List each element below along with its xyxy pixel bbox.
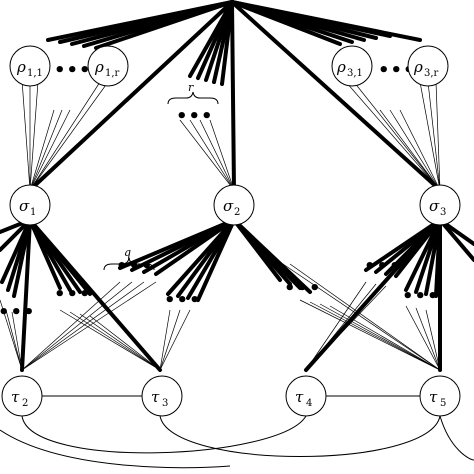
- svg-text:2: 2: [234, 207, 240, 218]
- svg-text:q: q: [124, 246, 131, 259]
- r-brace: r •••: [167, 81, 219, 127]
- svg-text:3,r: 3,r: [424, 68, 439, 79]
- tau-2-node: τ 2: [1, 375, 43, 417]
- svg-text:τ: τ: [151, 388, 160, 406]
- svg-text:τ: τ: [429, 388, 438, 406]
- sigma2-mid-ellipsis: •••: [164, 290, 202, 311]
- tau-3-node: τ 3: [141, 375, 183, 417]
- sigma3-mid-ellipsis: •••: [402, 286, 440, 307]
- svg-text:r: r: [188, 81, 194, 94]
- svg-text:τ: τ: [11, 388, 20, 406]
- rho-thin-edges: [21, 79, 441, 191]
- rho-1-r-node: ρ 1,r: [87, 45, 129, 87]
- sigma3-thin-edges: [305, 281, 441, 371]
- rho3-ellipsis: •••: [378, 60, 416, 81]
- svg-text:5: 5: [440, 398, 446, 409]
- sigma2-right-ellipsis: •••: [284, 278, 322, 299]
- sigma1-right-ellipsis: •••: [54, 284, 92, 305]
- sigma-2-node: σ 2: [213, 184, 255, 226]
- svg-text:σ: σ: [429, 197, 440, 215]
- svg-text:3: 3: [162, 398, 168, 409]
- sigma2-thick-edges: [118, 218, 312, 302]
- svg-text:σ: σ: [223, 197, 234, 215]
- svg-text:4: 4: [306, 398, 312, 409]
- svg-text:3: 3: [440, 207, 446, 218]
- sigma1-thin-edges: [0, 299, 161, 371]
- svg-text:2: 2: [22, 398, 28, 409]
- sigma2-thin-edges: [21, 261, 441, 371]
- svg-text:•••: •••: [176, 106, 214, 127]
- svg-text:1,r: 1,r: [105, 68, 120, 79]
- tau-4-node: τ 4: [285, 375, 327, 417]
- svg-text:τ: τ: [295, 388, 304, 406]
- svg-text:ρ: ρ: [413, 58, 423, 76]
- svg-text:ρ: ρ: [94, 58, 104, 76]
- svg-text:ρ: ρ: [16, 58, 26, 76]
- sigma1-left-ellipsis: •••: [0, 302, 36, 323]
- sigma2-q-ellipsis: •••: [116, 256, 154, 277]
- tau-5-node: τ 5: [419, 375, 461, 417]
- rho-3-1-node: ρ 3,1: [331, 45, 373, 87]
- svg-text:σ: σ: [19, 197, 30, 215]
- apex-fan-bundles: [46, 0, 422, 86]
- rho-1-1-node: ρ 1,1: [9, 45, 51, 87]
- svg-text:ρ: ρ: [336, 58, 346, 76]
- svg-text:1: 1: [30, 207, 36, 218]
- apex-thick-edges: [28, 0, 442, 192]
- sigma-1-node: σ 1: [9, 184, 51, 226]
- rho-3-r-node: ρ 3,r: [407, 45, 449, 87]
- rho1-ellipsis: •••: [54, 60, 92, 81]
- svg-text:1,1: 1,1: [27, 68, 43, 79]
- q-brace: q: [103, 246, 155, 271]
- sigma3-thick-edges: [304, 218, 474, 372]
- tau-connectors: [0, 395, 474, 469]
- sigma3-left-ellipsis: •••: [364, 256, 402, 277]
- sigma-3-node: σ 3: [419, 184, 461, 226]
- sigma1-thick-edges: [0, 218, 162, 372]
- svg-text:3,1: 3,1: [347, 68, 363, 79]
